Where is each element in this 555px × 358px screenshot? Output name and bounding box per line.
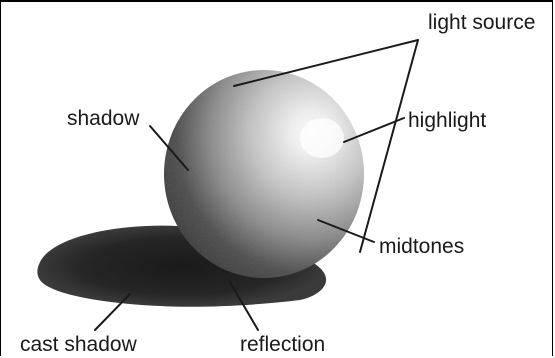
label-highlight: highlight bbox=[408, 110, 486, 131]
label-reflection: reflection bbox=[240, 334, 325, 355]
light-source-line-2 bbox=[360, 40, 418, 252]
label-midtones: midtones bbox=[379, 236, 464, 257]
light-source-line-1 bbox=[234, 40, 418, 86]
sphere-texture bbox=[164, 70, 364, 278]
highlight-spot bbox=[300, 118, 344, 158]
label-cast-shadow: cast shadow bbox=[20, 334, 137, 355]
label-light-source: light source bbox=[428, 12, 535, 33]
label-shadow: shadow bbox=[67, 108, 139, 129]
